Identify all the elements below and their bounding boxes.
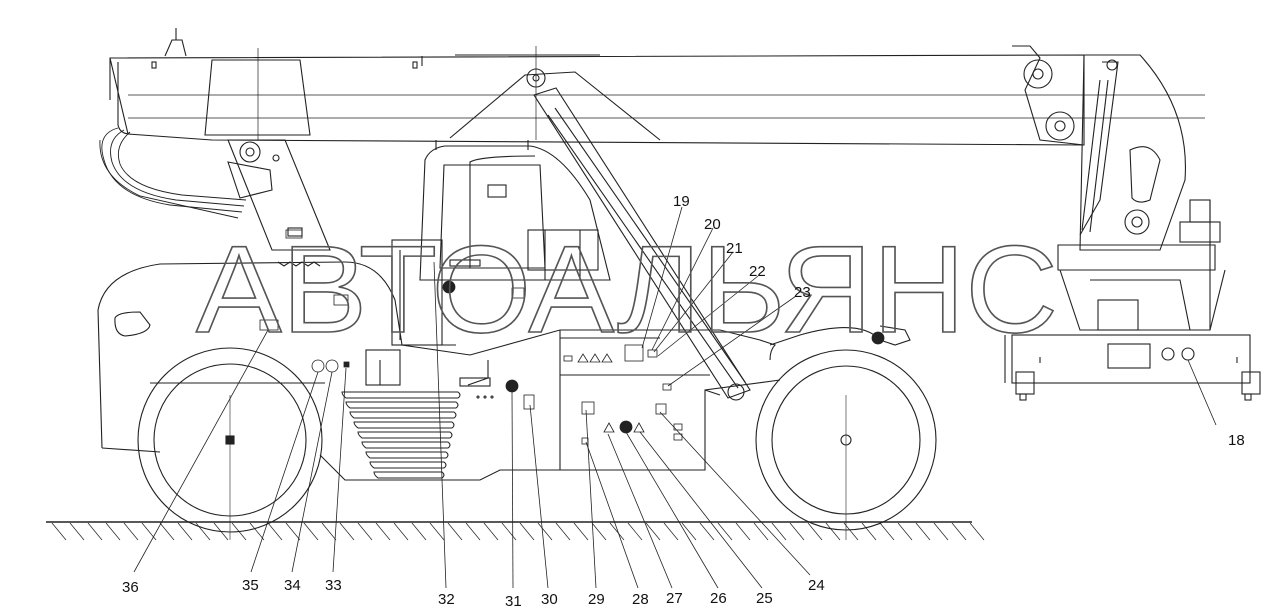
callout-21: 21 xyxy=(726,240,743,257)
boom-arm xyxy=(227,139,331,267)
ground xyxy=(46,521,985,541)
callout-23: 23 xyxy=(794,284,811,301)
callout-28: 28 xyxy=(632,591,649,608)
decals xyxy=(259,229,885,445)
callout-22: 22 xyxy=(749,263,766,280)
hydraulic-hoses xyxy=(99,127,247,219)
callout-18: 18 xyxy=(1228,432,1245,449)
callout-24: 24 xyxy=(808,577,825,594)
callout-20: 20 xyxy=(704,216,721,233)
callout-30: 30 xyxy=(541,591,558,608)
operator-cab xyxy=(391,140,611,346)
leader-lines xyxy=(133,206,1217,589)
callout-numbers: 18 19 20 21 22 23 24 25 26 27 28 29 30 3… xyxy=(122,193,1245,610)
callout-32: 32 xyxy=(438,591,455,608)
callout-29: 29 xyxy=(588,591,605,608)
engine-grille xyxy=(341,391,461,479)
callout-36: 36 xyxy=(122,579,139,596)
callout-19: 19 xyxy=(673,193,690,210)
front-wheel xyxy=(137,347,323,540)
lift-cylinder xyxy=(533,87,751,401)
callout-27: 27 xyxy=(666,590,683,607)
callout-26: 26 xyxy=(710,590,727,607)
callout-35: 35 xyxy=(242,577,259,594)
watermark-text: АВТОАЛЬЯНС xyxy=(196,221,1058,359)
rear-wheel xyxy=(755,349,937,540)
callout-31: 31 xyxy=(505,593,522,610)
boom xyxy=(109,28,1205,146)
callout-33: 33 xyxy=(325,577,342,594)
rear-view xyxy=(1004,45,1261,401)
callout-25: 25 xyxy=(756,590,773,607)
callout-34: 34 xyxy=(284,577,301,594)
